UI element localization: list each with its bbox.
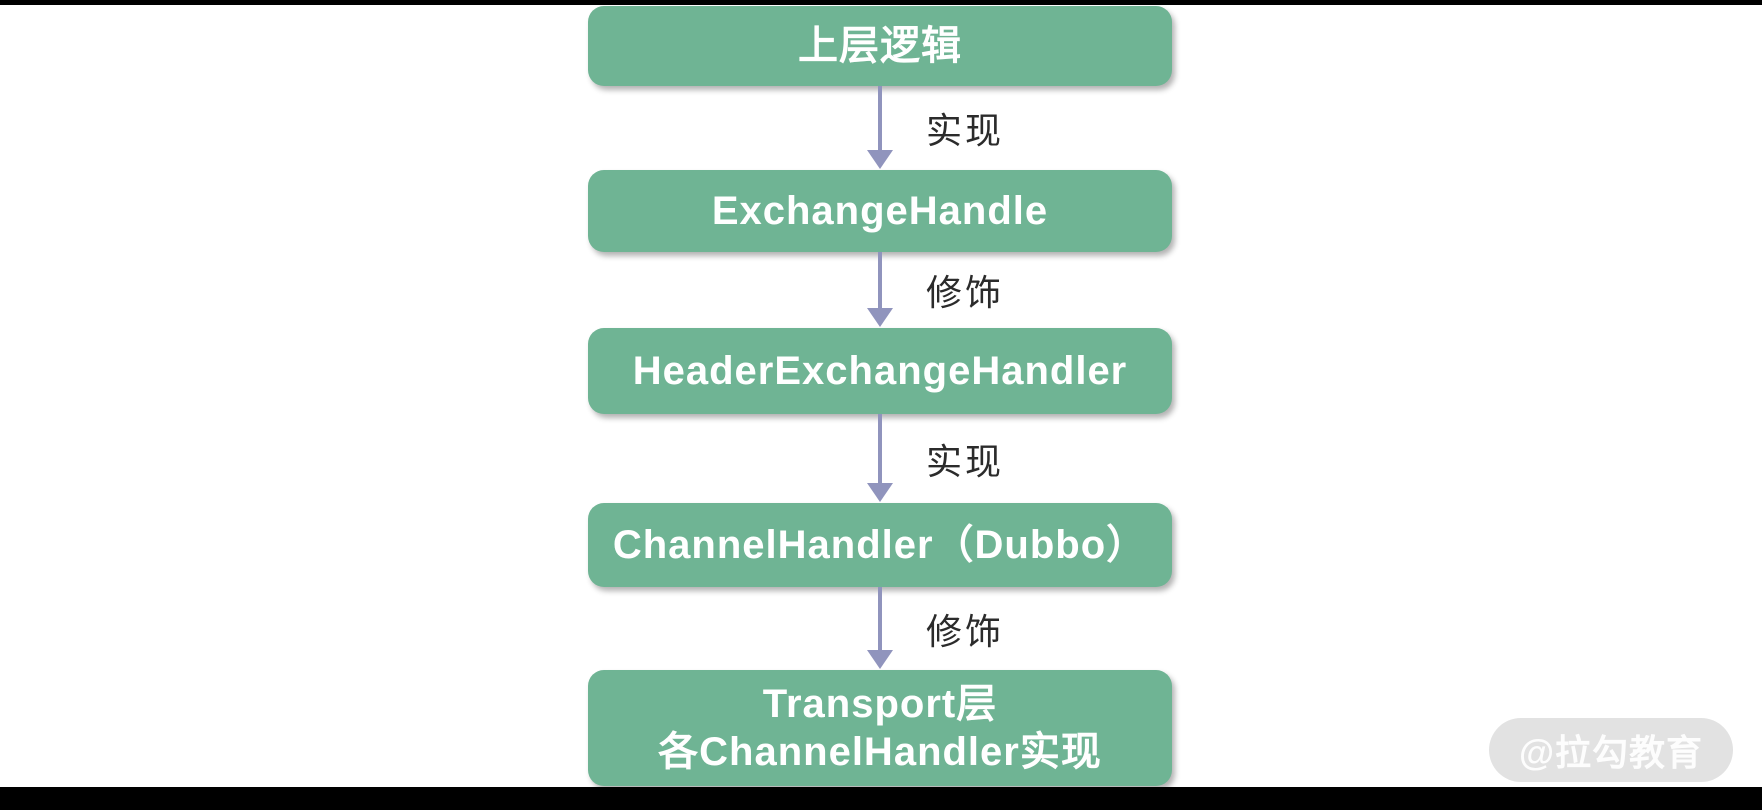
edge-implement-1: 实现 <box>588 86 1172 170</box>
letterbox-top-bar <box>0 0 1762 5</box>
arrow-shaft <box>878 587 882 654</box>
node-header-exchange-handler: HeaderExchangeHandler <box>588 328 1172 414</box>
edge-decorate-2: 修饰 <box>588 587 1172 670</box>
letterbox-bottom-bar <box>0 787 1762 810</box>
arrow-down-icon <box>867 650 893 669</box>
arrow-down-icon <box>867 483 893 502</box>
node-upper-layer-logic: 上层逻辑 <box>588 6 1172 86</box>
arrow-down-icon <box>867 150 893 169</box>
edge-label-implement: 实现 <box>926 440 1005 482</box>
edge-implement-2: 实现 <box>588 414 1172 503</box>
node-transport-layer-channel-handlers: Transport层 各ChannelHandler实现 <box>588 670 1172 786</box>
arrow-shaft <box>878 252 882 312</box>
arrow-shaft <box>878 86 882 154</box>
handler-flow-diagram: 上层逻辑 实现 ExchangeHandle 修饰 HeaderExchange… <box>588 6 1172 786</box>
edge-label-decorate: 修饰 <box>926 610 1005 652</box>
edge-label-decorate: 修饰 <box>926 272 1005 313</box>
arrow-down-icon <box>867 308 893 327</box>
node-channel-handler-dubbo: ChannelHandler（Dubbo） <box>588 503 1172 587</box>
edge-label-implement: 实现 <box>926 110 1005 151</box>
node-exchange-handle: ExchangeHandle <box>588 170 1172 252</box>
watermark-badge: @拉勾教育 <box>1489 718 1733 782</box>
arrow-shaft <box>878 414 882 487</box>
edge-decorate-1: 修饰 <box>588 252 1172 328</box>
